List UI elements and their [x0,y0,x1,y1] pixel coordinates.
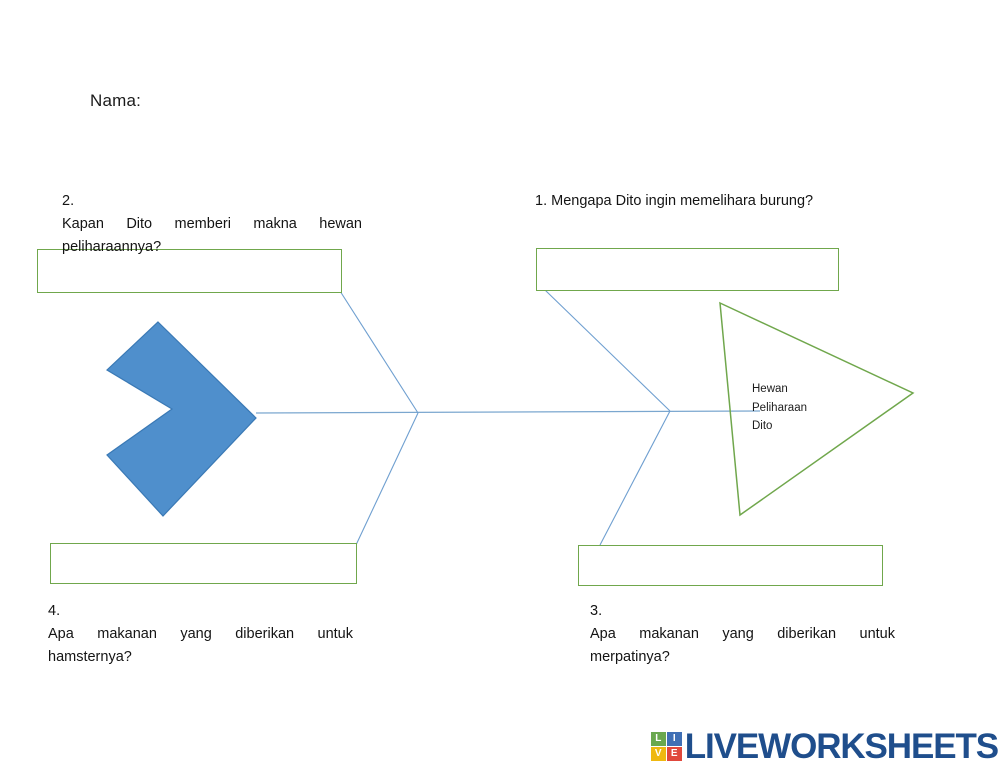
logo-tile-i: I [666,732,682,746]
head-triangle [719,301,915,517]
logo-wordmark: LIVEWORKSHEETS [684,726,999,766]
question-3-number: 3. [590,603,603,619]
logo-tile-v: V [650,747,666,761]
branch-line-top-right [544,289,671,412]
question-1-number: 1. [535,193,548,209]
question-2-line2: peliharaannya? [62,239,162,255]
liveworksheets-logo: L I V E LIVEWORKSHEETS [650,724,999,768]
question-2-number: 2. [62,193,75,209]
question-2: 2. Kapan Dito memberi makna hewan peliha… [62,190,362,259]
question-4-line1: Apa makanan yang diberikan untuk [48,626,353,642]
question-2-line1: Kapan Dito memberi makna hewan [62,216,362,232]
logo-tiles-icon: L I V E [650,732,682,761]
logo-tile-l: L [650,732,666,746]
answer-box-q3[interactable] [578,545,883,586]
question-3-line1: Apa makanan yang diberikan untuk [590,626,895,642]
branch-line-top-left [339,290,419,414]
question-4-text: Apa makanan yang diberikan untuk hamster… [48,623,353,669]
logo-tile-e: E [666,747,682,761]
spine-line [255,410,761,414]
chevron-arrow [106,321,257,517]
question-1-text: Mengapa Dito ingin memelihara burung? [551,193,814,209]
answer-box-q2[interactable] [37,249,342,293]
question-4-number: 4. [48,603,61,619]
question-3-line2: merpatinya? [590,649,670,665]
question-3: 3. Apa makanan yang diberikan untuk merp… [590,600,895,669]
question-2-text: Kapan Dito memberi makna hewan peliharaa… [62,213,362,259]
name-label: Nama: [90,91,142,110]
question-4-line2: hamsternya? [48,649,132,665]
branch-line-bottom-right [599,410,671,546]
question-1: 1. Mengapa Dito ingin memelihara burung? [535,190,895,213]
branch-line-bottom-left [355,412,419,546]
question-4: 4. Apa makanan yang diberikan untuk hams… [48,600,353,669]
answer-box-q1[interactable] [536,248,839,291]
head-label: Hewan Peliharaan Dito [752,383,807,432]
question-3-text: Apa makanan yang diberikan untuk merpati… [590,623,895,669]
answer-box-q4[interactable] [50,543,357,584]
